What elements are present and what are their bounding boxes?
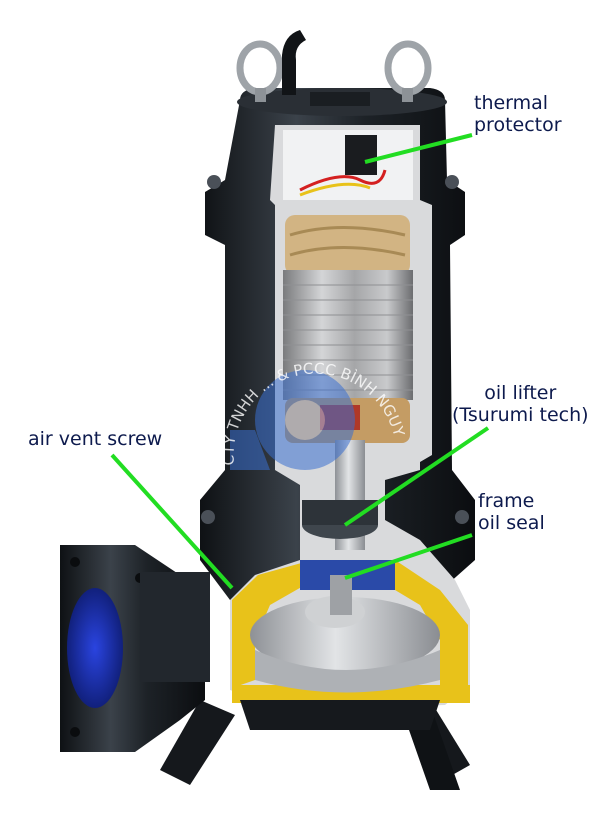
cable-entry	[282, 30, 306, 95]
outlet-flange	[60, 545, 210, 752]
label-air-vent-screw: air vent screw	[28, 428, 162, 450]
leader-line-thermal-protector	[364, 133, 473, 164]
label-oil-lifter: oil lifter (Tsurumi tech)	[452, 382, 589, 426]
label-thermal-protector: thermal protector	[474, 92, 562, 136]
label-thermal-protector-line-1: thermal	[474, 92, 549, 114]
label-frame-oil-seal-line-1: frame	[478, 490, 535, 512]
label-oil-lifter-line-1: oil lifter	[484, 382, 557, 404]
leader-line-oil-lifter	[343, 426, 490, 527]
label-air-vent-screw-line-1: air vent screw	[28, 428, 163, 450]
pump-base	[240, 700, 440, 730]
lifting-eye-bolt-right	[384, 40, 432, 102]
watermark-logo	[230, 370, 355, 470]
label-frame-oil-seal-line-2: oil seal	[478, 512, 545, 534]
label-frame-oil-seal: frame oil seal	[478, 490, 545, 534]
leader-line-air-vent-screw	[110, 453, 234, 590]
lifting-eye-bolt-left	[236, 40, 284, 102]
pump-leg-left	[160, 700, 235, 785]
leader-line-frame-oil-seal	[344, 533, 473, 580]
label-thermal-protector-line-2: protector	[474, 114, 562, 136]
label-oil-lifter-line-2: (Tsurumi tech)	[452, 404, 589, 426]
